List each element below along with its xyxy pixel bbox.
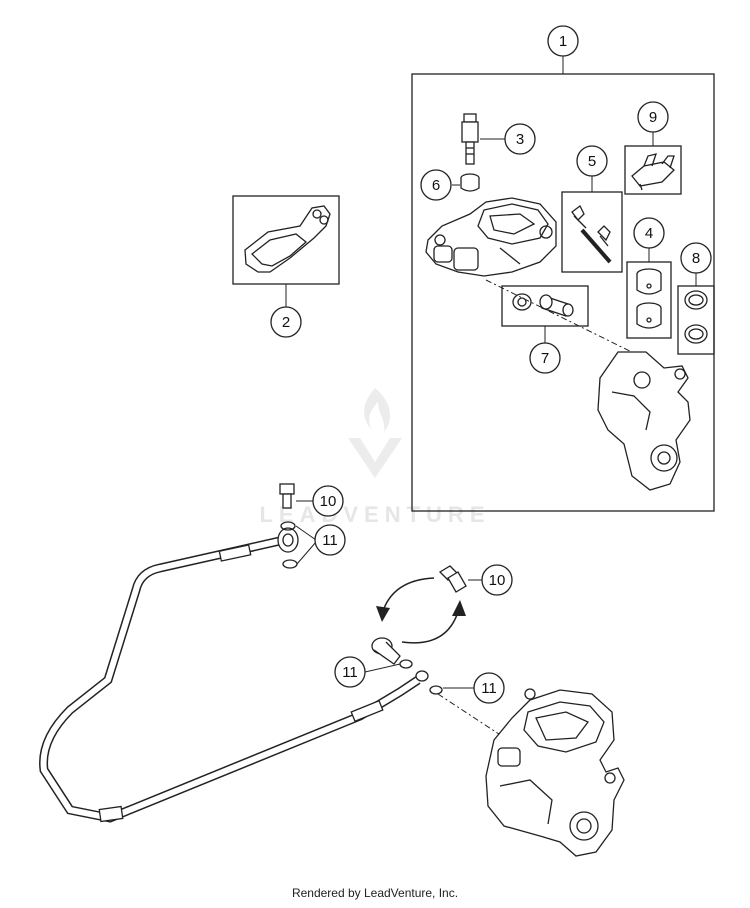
callout-11-top-label: 11: [322, 532, 338, 549]
banjo-fitting-top-part: [277, 527, 299, 553]
callout-8-label: 8: [692, 250, 700, 267]
rear-caliper-assembly-lower-part: [485, 688, 625, 857]
callout-9[interactable]: 9: [637, 101, 669, 133]
bushing-left-part: [512, 293, 532, 311]
watermark-logo: LEADVENTURE: [259, 388, 490, 527]
piston-bottom-part: [636, 302, 662, 329]
callout-10-top-label: 10: [320, 493, 337, 510]
callout-11-top[interactable]: 11: [314, 524, 346, 556]
plug-part: [460, 173, 480, 192]
caliper-bracket-upper-part: [597, 351, 691, 491]
callout-8[interactable]: 8: [680, 242, 712, 274]
callout-11-left[interactable]: 11: [334, 656, 366, 688]
callout-10-lower[interactable]: 10: [481, 564, 513, 596]
callout-10-lower-label: 10: [489, 572, 506, 589]
callout-1-label: 1: [559, 33, 567, 50]
banjo-fitting-lower-part: [371, 637, 429, 682]
callout-3[interactable]: 3: [504, 123, 536, 155]
callout-7-label: 7: [541, 350, 549, 367]
callout-3-label: 3: [516, 131, 524, 148]
callout-9-label: 9: [649, 109, 657, 126]
rear-caliper-upper-part: [425, 197, 557, 277]
pins-frame: [561, 191, 623, 273]
callout-4-label: 4: [645, 225, 653, 242]
callout-10-top[interactable]: 10: [312, 485, 344, 517]
callout-2-label: 2: [282, 314, 290, 331]
pad-spring-part: [631, 153, 675, 191]
assembly-axis-line: [485, 279, 661, 367]
banjo-bolt-top-part: [279, 483, 295, 509]
callout-11-left-label: 11: [342, 664, 358, 681]
brake-pad-part: [244, 205, 331, 273]
pin-set-part: [571, 205, 612, 264]
footer-credit: Rendered by LeadVenture, Inc.: [291, 886, 459, 900]
callout-6-label: 6: [432, 177, 440, 194]
rotation-arrows-icon: [376, 577, 466, 644]
piston-top-part: [636, 268, 662, 295]
callout-4[interactable]: 4: [633, 217, 665, 249]
callout-11-right[interactable]: 11: [473, 672, 505, 704]
callout-6[interactable]: 6: [420, 169, 452, 201]
callout-1[interactable]: 1: [547, 25, 579, 57]
callout-2[interactable]: 2: [270, 306, 302, 338]
callout-5[interactable]: 5: [576, 145, 608, 177]
banjo-bolt-lower-part: [438, 565, 467, 593]
callout-5-label: 5: [588, 153, 596, 170]
watermark-text: LEADVENTURE: [259, 502, 490, 527]
callout-11-right-label: 11: [481, 680, 497, 697]
seal-top-part: [684, 290, 708, 310]
seal-bottom-part: [684, 324, 708, 344]
brake-hose-part: [39, 535, 421, 823]
bleed-screw-part: [461, 113, 479, 165]
callout-7[interactable]: 7: [529, 342, 561, 374]
bushing-right-part: [539, 294, 574, 317]
